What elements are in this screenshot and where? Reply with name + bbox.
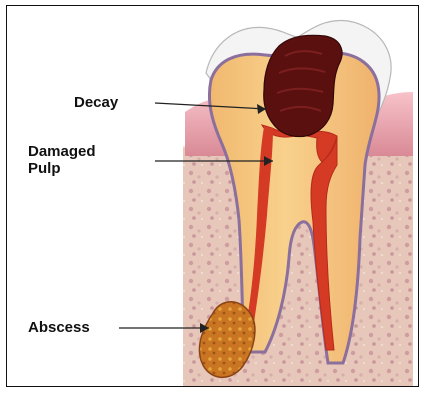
label-damaged-pulp-line2: Pulp: [28, 160, 96, 177]
diagram-frame: Decay Damaged Pulp Abscess: [6, 5, 419, 387]
label-abscess: Abscess: [28, 319, 90, 336]
label-damaged-pulp: Damaged Pulp: [28, 143, 96, 177]
label-decay: Decay: [74, 94, 118, 111]
label-damaged-pulp-line1: Damaged: [28, 143, 96, 160]
